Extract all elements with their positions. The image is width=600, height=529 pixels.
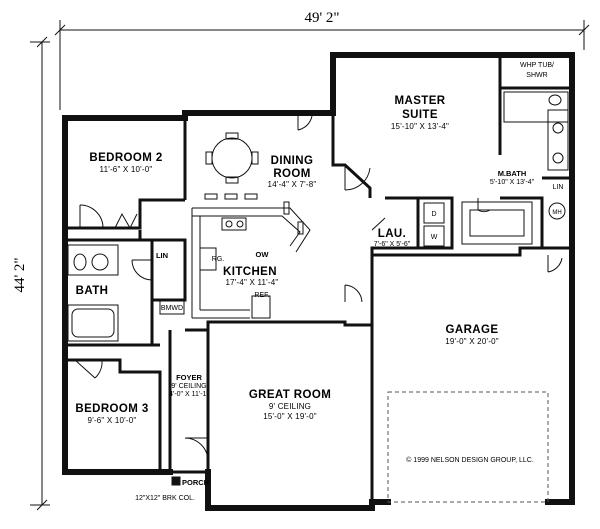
master-suite-name-2: SUITE xyxy=(402,109,438,121)
foyer-ceiling: 9' CEILING xyxy=(171,383,206,390)
laundry-dryer: D xyxy=(431,211,436,218)
laundry-name: LAU. xyxy=(378,228,406,240)
master-bath-lin: LIN xyxy=(553,184,564,191)
garage-dim: 19'-0" X 20'-0" xyxy=(445,337,499,346)
exterior-walls xyxy=(62,52,575,511)
width-dimension: 49' 2" xyxy=(304,10,339,26)
dimension-lines xyxy=(30,20,590,511)
doors xyxy=(74,113,563,461)
bmwd-label: BMWD xyxy=(161,305,183,312)
depth-dimension: 44' 2" xyxy=(12,257,28,292)
kitchen-ow: OW xyxy=(256,250,270,259)
master-bath-dim: 5'-10" X 13'-4" xyxy=(490,179,535,186)
kitchen-dim: 17'-4" X 11'-4" xyxy=(226,278,279,287)
kitchen-name: KITCHEN xyxy=(223,266,277,278)
copyright-notice: © 1999 NELSON DESIGN GROUP, LLC. xyxy=(406,456,534,464)
interior-walls xyxy=(65,55,572,502)
great-room-name: GREAT ROOM xyxy=(249,389,331,401)
mh-label: MH xyxy=(552,210,561,216)
dining-room-name-1: DINING xyxy=(271,155,314,167)
master-bath-name: M.BATH xyxy=(498,169,527,178)
foyer-dim: 4'-0" X 11'-1" xyxy=(169,391,209,398)
porch-column-note: 12"X12" BRK COL. xyxy=(135,495,195,502)
dining-room-dim: 14'-4" X 7'-8" xyxy=(268,180,317,189)
kitchen-ref: REF. xyxy=(254,292,269,299)
bedroom-2-dim: 11'-6" X 10'-0" xyxy=(100,165,153,174)
bedroom-3-name: BEDROOM 3 xyxy=(75,403,148,415)
laundry-dim: 7'-6" X 5'-6" xyxy=(374,241,411,248)
dining-room-name-2: ROOM xyxy=(273,168,310,180)
whp-tub-label-2: SHWR xyxy=(526,72,547,79)
bath-name: BATH xyxy=(76,285,109,297)
laundry-washer: W xyxy=(431,234,438,241)
master-suite-dim: 15'-10" X 13'-4" xyxy=(391,122,449,131)
foyer-name: FOYER xyxy=(176,373,202,382)
great-room-ceiling: 9' CEILING xyxy=(269,402,311,411)
hall-lin: LIN xyxy=(156,251,168,260)
kitchen-rg: RG. xyxy=(212,256,225,263)
fixtures xyxy=(67,91,569,503)
great-room-dim: 15'-0" X 19'-0" xyxy=(263,412,317,421)
master-suite-name-1: MASTER xyxy=(395,95,446,107)
whp-tub-label-1: WHP TUB/ xyxy=(520,62,554,69)
bedroom-3-dim: 9'-6" X 10'-0" xyxy=(88,416,137,425)
bedroom-2-name: BEDROOM 2 xyxy=(89,152,162,164)
garage-name: GARAGE xyxy=(446,324,499,336)
porch-name: PORCH xyxy=(182,478,209,487)
